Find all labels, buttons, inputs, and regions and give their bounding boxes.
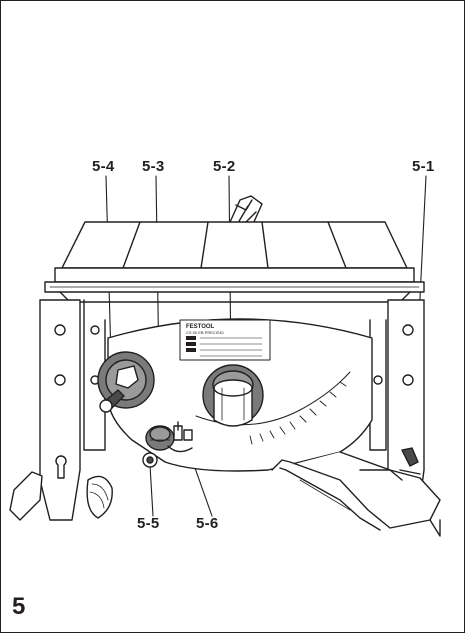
- knob-5-2: [202, 364, 264, 427]
- switch-5-5: [142, 452, 158, 468]
- knob-5-3: [145, 425, 175, 451]
- plate-model: CS 50 EB PRECISIO: [186, 330, 224, 335]
- callout-5-3: 5-3: [142, 158, 165, 175]
- info-plate: [179, 319, 271, 361]
- callout-5-6: 5-6: [196, 515, 219, 532]
- bevel-scale: [249, 381, 347, 445]
- leader-5-5: [149, 464, 154, 517]
- rip-fence: [271, 447, 441, 537]
- plate-brand: FESTOOL: [186, 324, 215, 330]
- callout-5-2: 5-2: [213, 158, 236, 175]
- table-top: [44, 221, 425, 303]
- callout-5-4: 5-4: [92, 158, 115, 175]
- callout-5-1: 5-1: [412, 158, 435, 175]
- lock-5-6: [167, 421, 193, 453]
- side-handle: [9, 471, 113, 521]
- callout-5-5: 5-5: [137, 515, 160, 532]
- figure-number: 5: [12, 593, 26, 620]
- knob-5-4: [97, 351, 155, 413]
